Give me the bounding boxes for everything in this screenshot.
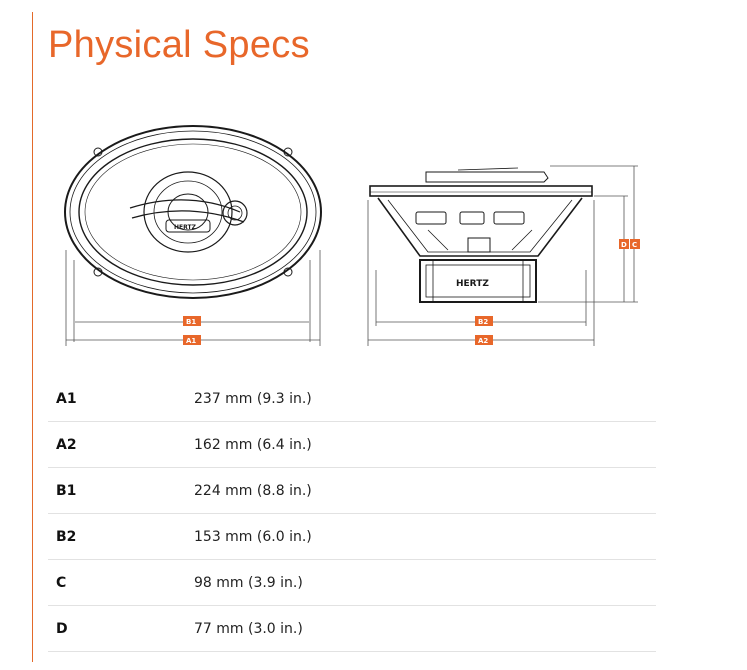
spec-value: 224 mm (8.8 in.) <box>194 482 312 499</box>
a1-label-box <box>183 335 201 345</box>
specs-table: A1 237 mm (9.3 in.) A2 162 mm (6.4 in.) … <box>48 376 656 652</box>
a1-label: A1 <box>186 337 196 345</box>
spec-row: D 77 mm (3.0 in.) <box>48 606 656 652</box>
b2-label: B2 <box>478 318 488 326</box>
spec-key: B1 <box>56 482 77 499</box>
spec-value: 153 mm (6.0 in.) <box>194 528 312 545</box>
a2-label-box <box>475 335 493 345</box>
spec-key: C <box>56 574 67 591</box>
spec-row: B1 224 mm (8.8 in.) <box>48 468 656 514</box>
spec-value: 162 mm (6.4 in.) <box>194 436 312 453</box>
c-label: C <box>632 241 637 249</box>
spec-value: 77 mm (3.0 in.) <box>194 620 303 637</box>
spec-row: B2 153 mm (6.0 in.) <box>48 514 656 560</box>
speaker-side-view <box>369 167 593 303</box>
spec-key: A2 <box>56 436 77 453</box>
front-brand-logo: HERTZ <box>174 224 197 231</box>
speaker-dimension-diagram: HERTZ B1 A1 HERTZ <box>64 125 640 346</box>
b2-label-box <box>475 316 493 326</box>
spec-row: A2 162 mm (6.4 in.) <box>48 422 656 468</box>
spec-value: 98 mm (3.9 in.) <box>194 574 303 591</box>
spec-key: A1 <box>56 390 77 407</box>
page-title: Physical Specs <box>48 24 310 66</box>
b1-label-box <box>183 316 201 326</box>
c-label-box <box>630 239 640 249</box>
speaker-front-view <box>64 125 322 299</box>
spec-value: 237 mm (9.3 in.) <box>194 390 312 407</box>
b1-label: B1 <box>186 318 196 326</box>
accent-divider-line <box>32 12 33 662</box>
d-label: D <box>621 241 627 249</box>
spec-row: A1 237 mm (9.3 in.) <box>48 376 656 422</box>
spec-row: C 98 mm (3.9 in.) <box>48 560 656 606</box>
spec-key: D <box>56 620 68 637</box>
spec-key: B2 <box>56 528 77 545</box>
d-label-box <box>619 239 629 249</box>
side-brand-logo: HERTZ <box>456 279 489 289</box>
a2-label: A2 <box>478 337 488 345</box>
